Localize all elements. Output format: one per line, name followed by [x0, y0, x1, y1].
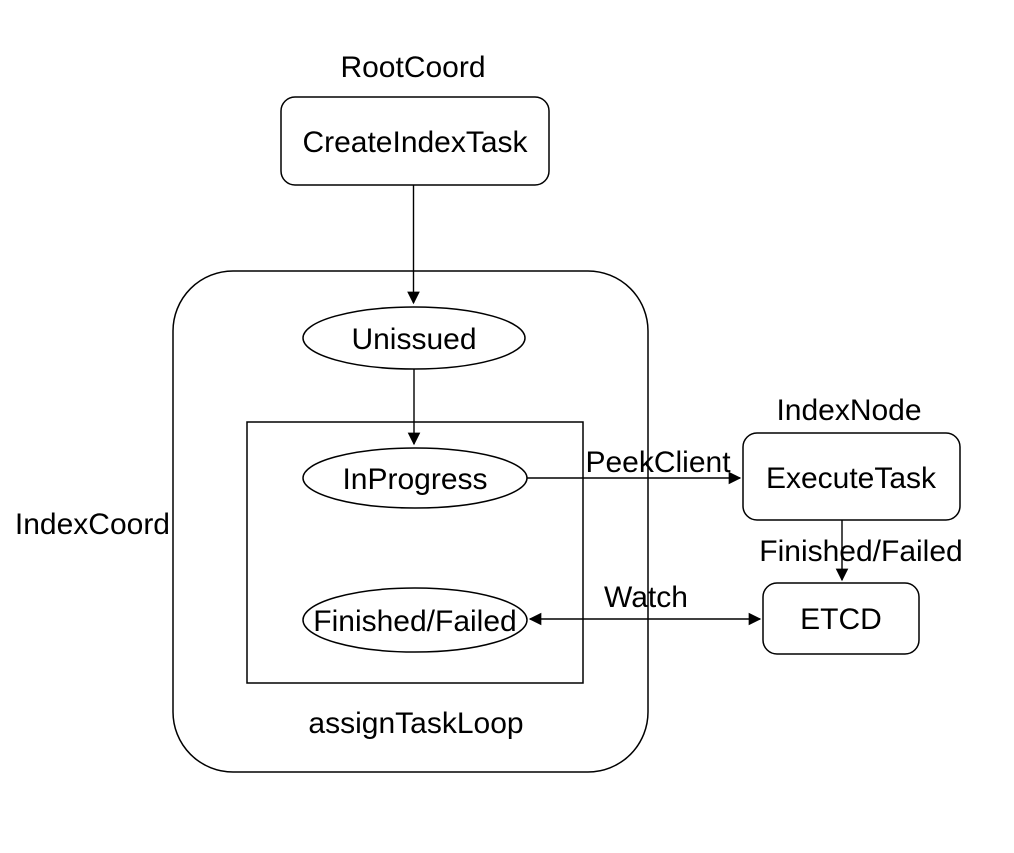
- index-coord-label: IndexCoord: [15, 508, 170, 541]
- finished-failed-state-node: [302, 587, 528, 653]
- assign-task-loop-label: assignTaskLoop: [308, 707, 523, 740]
- create-index-task-node: [280, 96, 550, 186]
- assign-task-loop-container: [246, 421, 584, 684]
- unissued-label: Unissued: [351, 323, 476, 356]
- create-index-task-label: CreateIndexTask: [302, 126, 528, 159]
- index-node-label: IndexNode: [776, 394, 921, 427]
- execute-task-node: [742, 432, 961, 521]
- index-coord-container: [172, 270, 649, 773]
- etcd-node: [762, 582, 920, 655]
- execute-task-label: ExecuteTask: [766, 462, 937, 495]
- finished-failed-edge-label: Finished/Failed: [759, 535, 962, 568]
- etcd-label: ETCD: [800, 603, 882, 636]
- finished-failed-state-label: Finished/Failed: [313, 605, 516, 638]
- peek-client-edge-label: PeekClient: [585, 446, 731, 479]
- watch-edge-label: Watch: [604, 581, 688, 614]
- in-progress-label: InProgress: [342, 463, 487, 496]
- root-coord-label: RootCoord: [340, 51, 485, 84]
